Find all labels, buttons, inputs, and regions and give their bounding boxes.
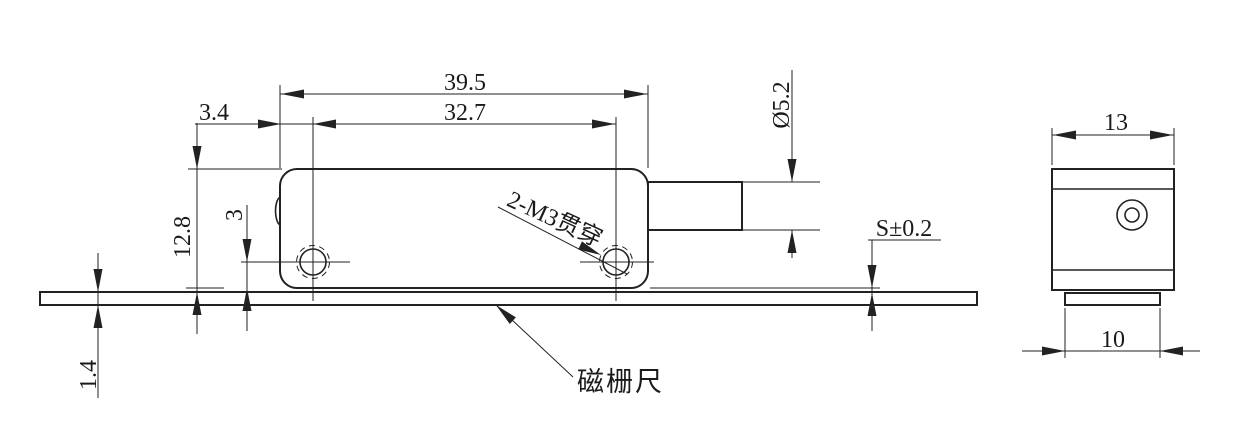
side-body [1051, 168, 1175, 291]
dim-label-scale-thickness: 1.4 [76, 360, 102, 390]
dim-label-hole-spacing: 32.7 [444, 100, 486, 126]
dim-body-height: 12.8 [170, 123, 282, 334]
arrowhead [93, 269, 103, 292]
arrowhead [281, 89, 304, 99]
arrowhead [787, 159, 797, 182]
arrowhead [192, 292, 202, 315]
leader-line [497, 206, 628, 275]
arrowhead [1053, 130, 1076, 140]
dim-label-scale-width: 10 [1101, 327, 1125, 353]
arrowhead [192, 146, 202, 169]
dim-label-side-width: 13 [1104, 110, 1128, 136]
arrowhead [624, 89, 647, 99]
arrowhead [1160, 346, 1183, 356]
dim-scale-width: 10 [1022, 308, 1200, 358]
scale-callout: 磁栅尺 [492, 301, 664, 397]
dim-side-width: 13 [1051, 110, 1175, 165]
side-screw-hole-outer [1116, 199, 1148, 231]
dim-label-edge-to-hole: 3.4 [199, 100, 229, 126]
arrowhead [867, 265, 877, 288]
dim-scale-thickness: 1.4 [76, 253, 103, 398]
arrowhead [1042, 346, 1065, 356]
arrowhead [313, 119, 336, 129]
dim-label-gap: S±0.2 [876, 216, 933, 242]
scale-callout-label: 磁栅尺 [577, 367, 664, 397]
dim-label-cable-diameter: Ø5.2 [769, 81, 795, 128]
mounting-hole-left [241, 245, 350, 279]
arrowhead [787, 230, 797, 253]
dim-label-body-height: 12.8 [170, 216, 196, 258]
dim-hole-height: 3 [222, 205, 252, 331]
front-view: 39.5 3.4 32.7 Ø5.2 [39, 70, 978, 398]
thread-note: 2-M3贯穿 [497, 186, 628, 275]
dim-label-hole-height: 3 [222, 209, 248, 221]
arrowhead [1150, 130, 1173, 140]
side-view: 13 10 [1022, 110, 1200, 358]
dim-cable-diameter: Ø5.2 [743, 70, 820, 258]
side-scale-strip [1064, 292, 1161, 306]
arrowhead [592, 119, 615, 129]
magnetic-scale-strip [39, 291, 978, 306]
dim-hole-spacing: 3.4 32.7 [195, 100, 617, 301]
dim-gap: S±0.2 [867, 216, 941, 331]
thread-note-label: 2-M3贯穿 [503, 186, 606, 253]
cable-stub [647, 181, 743, 231]
side-screw-hole-inner [1124, 207, 1140, 223]
arrowhead [258, 119, 281, 129]
dim-total-width: 39.5 [279, 70, 649, 168]
dim-label-total-width: 39.5 [444, 70, 486, 96]
arrowhead [242, 239, 252, 262]
body-left-bump [274, 196, 281, 226]
arrowhead [93, 305, 103, 328]
